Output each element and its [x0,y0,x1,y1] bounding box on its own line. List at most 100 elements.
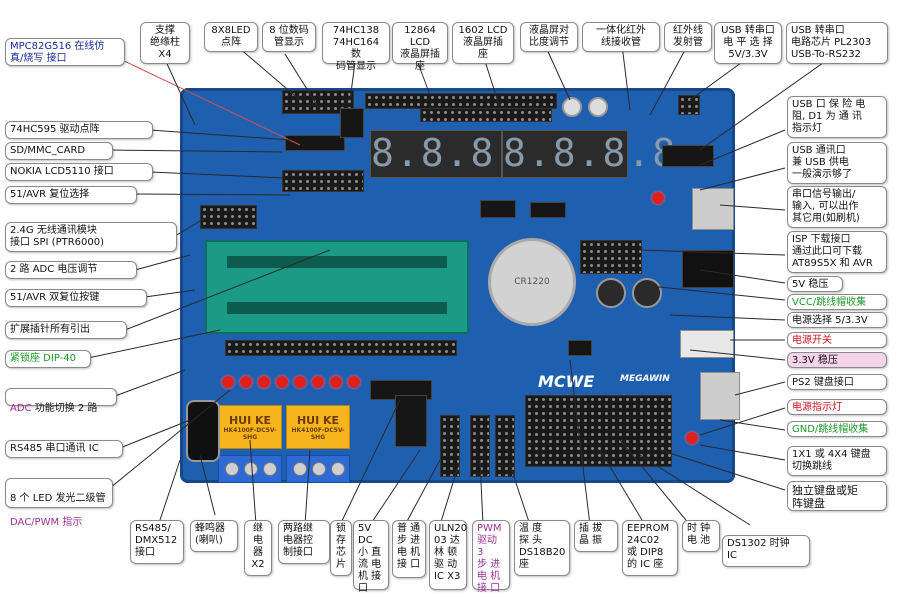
ps2-connector [700,372,740,420]
label-keypad-matrix: 独立键盘或矩 阵键盘 [787,481,887,511]
label-nokia-lcd: NOKIA LCD5110 接口 [5,163,153,181]
label-led8-dac: DAC [10,517,32,528]
relay-model: HK4100F-DC5V-SHG [223,427,277,441]
header-stepper-3 [495,415,515,477]
label-led8-line1: 8 个 LED 发光二级管 [10,493,106,504]
capacitor-icon [588,97,608,117]
label-keypad-jumper: 1X1 或 4X4 键盘 切换跳线 [787,446,887,476]
megawin-logo: MEGAWIN [620,374,670,384]
label-crystal: 插 拔 晶 振 [574,520,618,552]
label-rs485-dmx: RS485/ DMX512 接口 [130,520,184,564]
led-icon [348,376,360,388]
label-adc-adjust: 2 路 ADC 电压调节 [5,261,137,279]
chip-small-2 [530,202,566,218]
relay-brand: HUI KE [228,414,272,427]
chip-uln-1 [395,395,427,447]
label-temp-probe: 温 度 探 头 DS18B20 座 [514,520,570,576]
header-expansion [225,340,457,356]
label-ir-receiver: 一体化红外 线接收管 [582,22,660,52]
label-clock-battery: 时 钟 电 池 [682,520,720,552]
seg-display-left: 8.8.8.8. [370,130,568,178]
label-adc-switch: ADC 功能切换 2 路 [5,388,117,414]
label-support-x4: 支撑 绝缘柱 X4 [140,22,190,64]
label-ps2: PS2 键盘接口 [787,374,887,390]
label-contrast: 液晶屏对 比度调节 [520,22,578,52]
led-icon [330,376,342,388]
header-wireless [200,205,257,229]
label-ir-transmitter: 红外线 发射管 [664,22,712,52]
label-sd-mmc: SD/MMC_CARD [5,142,113,160]
label-wireless: 2.4G 无线通讯模块 接口 SPI (PTR6000) [5,222,177,252]
label-usb-serial-chip: USB 转串口 电路芯片 PL2303 USB-To-RS232 [786,22,888,64]
label-pwm-stepper: PWM 驱动 3 步 进 电 机 接 口 [472,520,510,594]
label-gnd-jumper: GND/跳线帽收集 [787,421,887,437]
label-vcc-jumper: VCC/跳线帽收集 [787,294,887,310]
terminal-block-2 [286,455,350,483]
led-icon [222,376,234,388]
label-hc138-hc164: 74HC138 74HC164 数 码管显示 [322,22,390,72]
label-buzzer: 蜂鸣器 (喇叭) [190,520,238,552]
label-ds1302: DS1302 时钟 IC [722,535,810,567]
label-usb-serial-level: USB 转串口 电 平 选 择 5V/3.3V [714,22,782,64]
capacitor-icon [562,97,582,117]
label-reset-select: 51/AVR 复位选择 [5,186,137,204]
usb-connector [692,188,734,230]
coin-battery-icon: CR1220 [488,238,576,326]
label-relay-x2: 继 电 器 X2 [244,520,272,576]
label-uln2003: ULN20 03 达 林 顿 驱 动 IC X3 [429,520,467,590]
label-led8: 8 个 LED 发光二级管 DAC/PWM 指示 [5,478,113,528]
label-isp: ISP 下载接口 通过此口可下载 AT89S5X 和 AVR [787,231,887,273]
label-power-select: 电源选择 5/3.3V [787,312,887,328]
terminal-block-1 [218,455,282,483]
label-led8-line2: DAC/PWM 指示 [10,517,108,529]
header-nokia [282,170,364,192]
chip-hc138 [340,108,364,138]
led-icon [276,376,288,388]
capacitor-icon [596,278,626,308]
label-dot-matrix: 8X8LED 点阵 [204,22,258,52]
relay-2: HUI KE HK4100F-DC5V-SHG [286,405,350,449]
buzzer-icon [186,400,220,462]
capacitor-icon [632,278,662,308]
label-led8-pwm: /PWM 指示 [31,517,83,528]
header-keypad [525,395,672,467]
header-isp [580,240,642,274]
label-eeprom: EEPROM 24C02 或 DIP8 的 IC 座 [622,520,678,576]
chip-hc595 [285,135,345,151]
label-expansion: 扩展插针所有引出 [5,321,127,339]
chip-small-1 [480,200,516,218]
header-usb-level [678,95,700,115]
label-usb-power: USB 通讯口 兼 USB 供电 一般演示够了 [787,142,887,184]
label-stepper: 普 通 步 进 电 机 接 口 [392,520,426,578]
dc-power-jack [682,250,734,288]
zif-socket-dip40 [205,240,469,334]
led-icon [312,376,324,388]
relay-brand: HUI KE [296,414,340,427]
label-usb-protect: USB 口 保 险 电 阻, D1 为 通 讯 指示灯 [787,96,887,138]
label-lcd12864: 12864 LCD 液晶屏插 座 [392,22,448,72]
label-dual-reset: 51/AVR 双复位按键 [5,289,147,307]
label-lcd1602: 1602 LCD 液晶屏插 座 [452,22,514,64]
label-dc5v-motor: 5V DC 小 直 流 电 机 接 口 [353,520,389,594]
label-reg33: 3.3V 稳压 [787,352,887,368]
led-icon [686,432,698,444]
label-mpc82g516: MPC82G516 在线仿 真/烧写 接口 [5,38,125,66]
label-serial-io: 串口信号输出/ 输入, 可以出作 其它用(如刷机) [787,186,887,228]
label-reg5v: 5V 稳压 [787,276,843,292]
label-zif40: 紧锁座 DIP-40 [5,350,91,368]
label-adc-switch-rest: 功能切换 2 路 [31,403,98,414]
label-power-switch: 电源开关 [787,332,887,348]
label-hc595: 74HC595 驱动点阵 [5,121,153,139]
label-rs485-port: RS485 串口通讯 IC [5,440,123,458]
led-icon [652,192,664,204]
header-stepper-1 [440,415,460,477]
led-icon [240,376,252,388]
relay-model: HK4100F-DC5V-SHG [291,427,345,441]
label-relay-ctrl: 两路继 电器控 制接口 [278,520,330,564]
chip-ds1302 [568,340,592,356]
header-stepper-2 [470,415,490,477]
relay-1: HUI KE HK4100F-DC5V-SHG [218,405,282,449]
led-icon [294,376,306,388]
label-adc-switch-prefix: ADC [10,403,32,414]
